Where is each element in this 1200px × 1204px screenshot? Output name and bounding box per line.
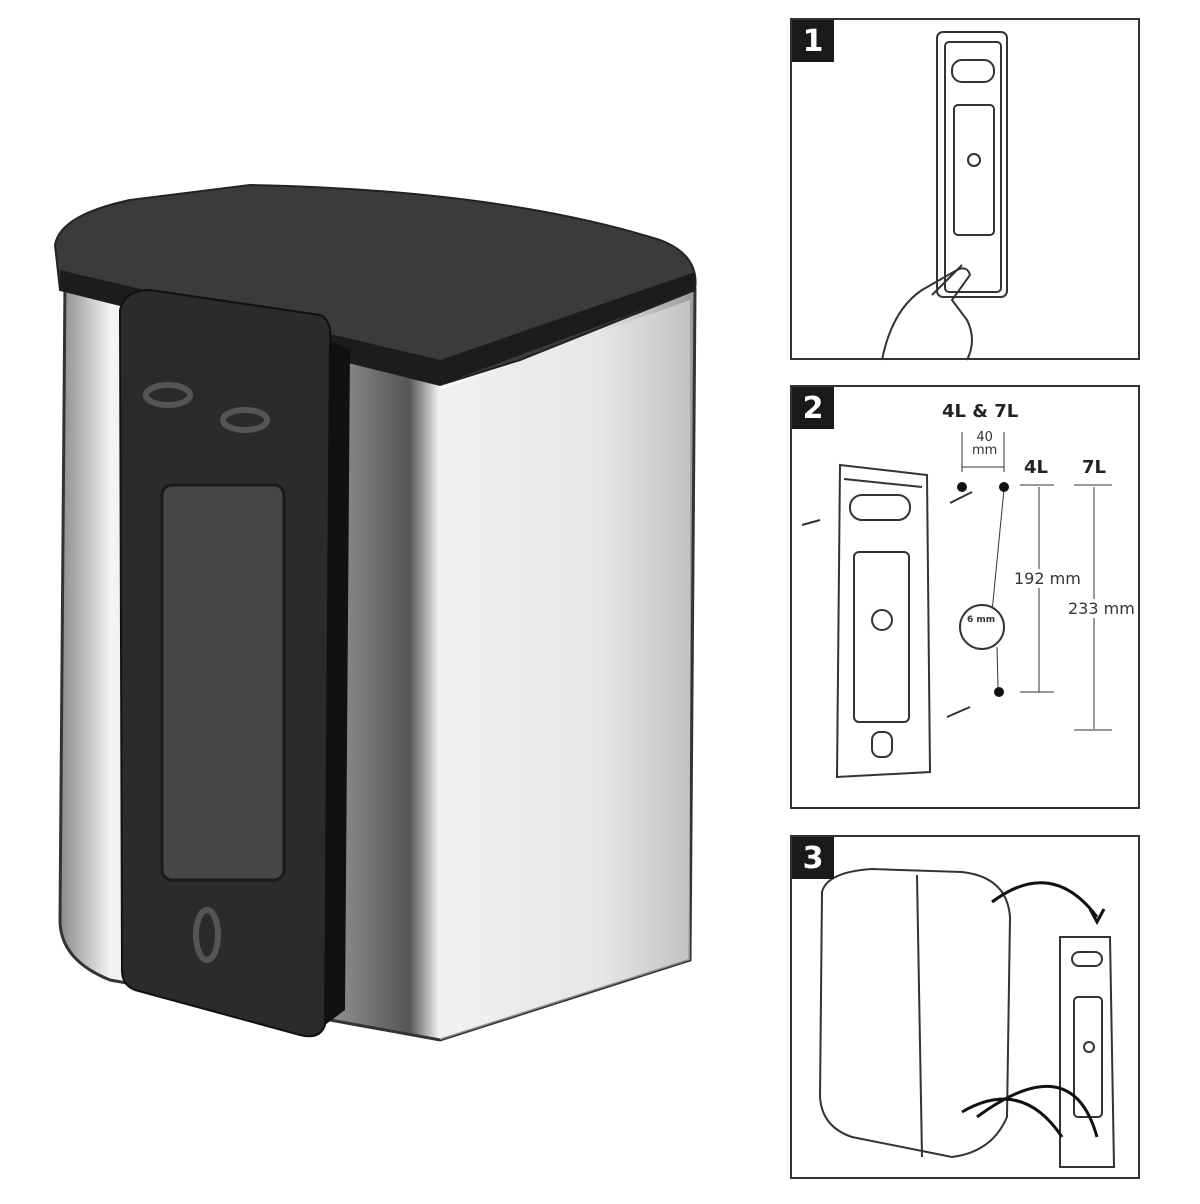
- step-3-illustration: [818, 867, 1116, 1168]
- step-number-badge: 1: [792, 20, 834, 62]
- label-4l-and-7l: 4L & 7L: [942, 401, 1019, 422]
- height-7l: 233 mm: [1068, 599, 1135, 618]
- step-3-panel: 3: [790, 835, 1140, 1179]
- drill-size: 6 mm: [967, 615, 996, 625]
- label-7l: 7L: [1082, 457, 1106, 478]
- spacing-unit: mm: [972, 443, 998, 458]
- spacing-value: 40: [976, 430, 993, 445]
- step-1-panel: 1: [790, 18, 1140, 361]
- step-number-badge: 3: [792, 837, 834, 879]
- step-number-badge: 2: [792, 387, 834, 429]
- product-photo-waste-bin: [53, 183, 697, 1042]
- spacing-label: 40 mm: [972, 431, 997, 457]
- step-2-illustration: [801, 432, 1112, 779]
- step-1-illustration: [881, 31, 1008, 361]
- label-4l: 4L: [1024, 457, 1048, 478]
- step-2-panel: 2 4L & 7L 40 mm 4L 7L 192 mm 233 mm 6 mm: [790, 385, 1140, 809]
- height-4l: 192 mm: [1014, 569, 1081, 588]
